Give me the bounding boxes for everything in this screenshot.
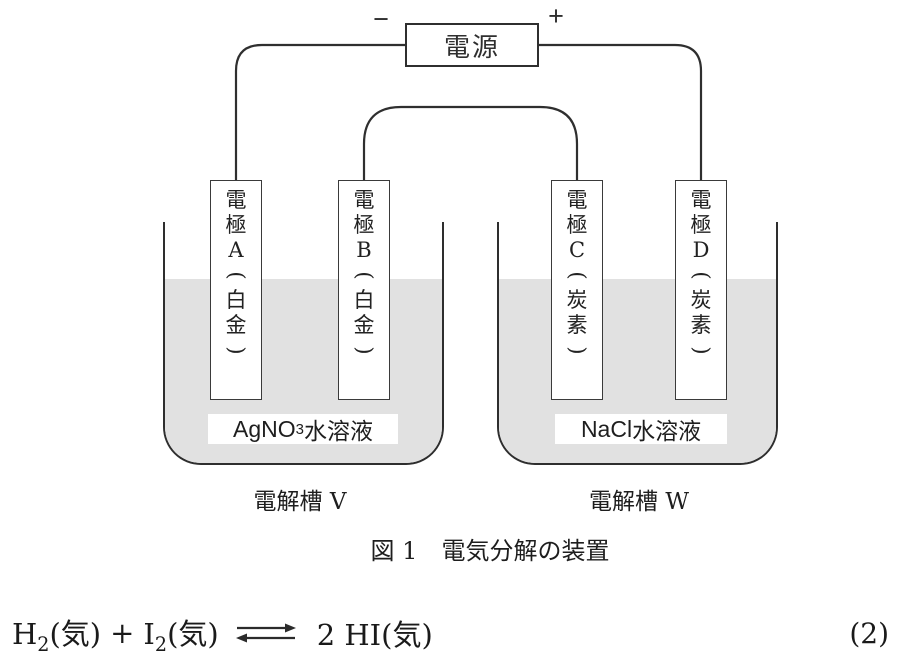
- electrode-label-char: 電: [566, 188, 588, 212]
- solution-suffix: 水溶液: [632, 418, 702, 444]
- electrode-label-char: 極: [353, 213, 375, 237]
- wire-electrode-b-to-c: [362, 105, 579, 181]
- electrode-label-char: 素: [566, 313, 588, 337]
- electrode-label-char: 電: [690, 188, 712, 212]
- electrode-label-char: D: [692, 238, 710, 262]
- electrode-label-char: 極: [566, 213, 588, 237]
- electrode-label-char: ): [689, 346, 714, 355]
- equation-term-h2: H2(気): [12, 616, 102, 656]
- cell-label-w: 電解槽 W: [589, 489, 689, 515]
- electrode-label-char: (: [689, 271, 714, 280]
- electrode-label-char: C: [568, 238, 586, 262]
- electrode-label-char: B: [356, 238, 372, 262]
- electrode-label-char: 電: [225, 188, 247, 212]
- electrode-label-char: ): [352, 346, 377, 355]
- electrode-label-char: (: [565, 271, 590, 280]
- equation-term-2hi: 2 HI(気): [316, 618, 433, 652]
- electrode-label-char: (: [352, 271, 377, 280]
- electrode-label-char: ): [565, 346, 590, 355]
- electrode-label-char: (: [224, 271, 249, 280]
- electrode-label-char: A: [228, 238, 244, 262]
- equilibrium-arrows-icon: [235, 623, 296, 643]
- electrode-label-char: 炭: [690, 288, 712, 312]
- electrode-label-char: 金: [225, 313, 247, 337]
- solution-label-nacl: NaCl 水溶液: [555, 414, 727, 444]
- electrode-label-char: 極: [690, 213, 712, 237]
- equation-term-i2: I2(気): [143, 616, 219, 656]
- equation-number: (2): [849, 616, 889, 650]
- negative-terminal-label: −: [373, 4, 389, 34]
- electrode-label-char: 炭: [566, 288, 588, 312]
- solution-formula: NaCl: [580, 415, 633, 442]
- solution-formula-subscript: 3: [295, 420, 304, 438]
- solution-formula: AgNO: [233, 415, 296, 442]
- circuit-wires: [234, 43, 703, 181]
- solution-suffix: 水溶液: [303, 418, 373, 444]
- wire-positive-to-electrode-d: [539, 43, 703, 181]
- electrode-label-char: 素: [690, 313, 712, 337]
- electrode-label-char: 金: [353, 313, 375, 337]
- electrode-label-char: 電: [353, 188, 375, 212]
- electrode-label-char: 白: [353, 288, 375, 312]
- electrode-label-char: 極: [225, 213, 247, 237]
- equation-plus-operator: +: [110, 616, 135, 650]
- wire-negative-to-electrode-a: [234, 43, 405, 181]
- electrode-label-char: ): [224, 346, 249, 355]
- cell-label-v: 電解槽 V: [253, 489, 347, 515]
- figure-caption: 図 1 電気分解の装置: [370, 537, 610, 565]
- chemical-equation: H2(気) + I2(気) 2 HI(気) (2): [12, 610, 905, 656]
- power-source-box: 電源: [405, 23, 539, 67]
- positive-terminal-label: +: [548, 1, 564, 31]
- electrode-label-char: 白: [225, 288, 247, 312]
